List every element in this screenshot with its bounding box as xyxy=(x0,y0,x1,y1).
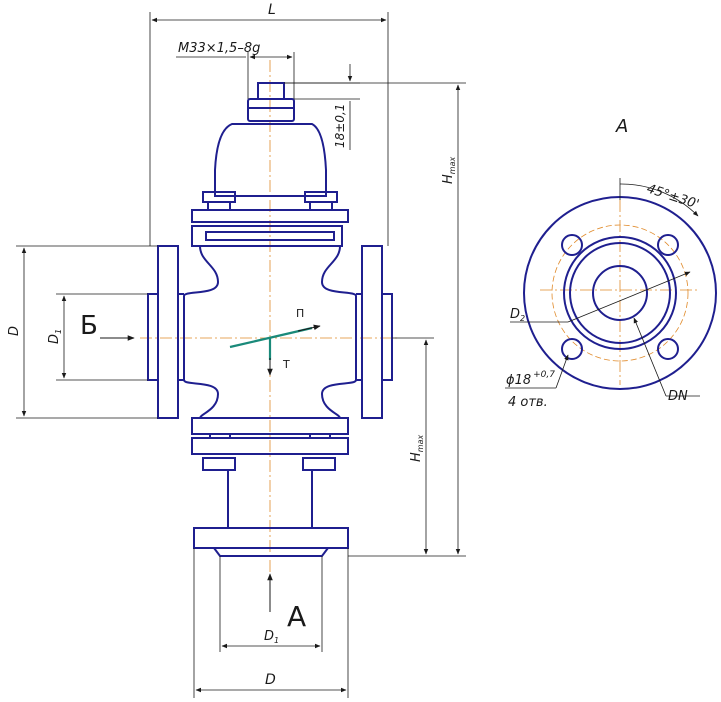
angle-arc xyxy=(619,183,699,217)
top-bolt-left-washer xyxy=(207,201,231,211)
label-h1: Hmax xyxy=(409,435,425,462)
flange-view-a xyxy=(523,196,717,390)
lower-flange-block xyxy=(191,437,349,455)
top-flange-slot xyxy=(205,231,335,241)
label-d1-left: D1 xyxy=(47,329,63,344)
label-flow-t: Т xyxy=(282,358,290,371)
valve-body xyxy=(147,82,393,557)
bolt-hole-bottom-right xyxy=(657,338,679,360)
flange-view-dims xyxy=(505,178,700,397)
label-angle: 45°±30' xyxy=(645,182,701,213)
dimensions xyxy=(16,12,466,698)
label-dn: DN xyxy=(668,389,688,404)
centerlines xyxy=(140,60,700,600)
stem-nut xyxy=(247,98,295,122)
lower-bolt-left xyxy=(202,457,236,471)
label-18: 18±0,1 xyxy=(333,104,347,148)
lower-spacer-left xyxy=(209,433,231,439)
top-flange-plate xyxy=(191,209,349,223)
label-hmax: Hmax xyxy=(441,157,457,184)
label-view-a: А xyxy=(615,116,628,137)
flange-raised-face xyxy=(563,236,677,350)
bottom-flange xyxy=(193,527,349,549)
flange-bore xyxy=(592,265,648,321)
label-port-a: А xyxy=(287,600,306,633)
flow-indicator xyxy=(229,326,313,360)
lower-bolt-right xyxy=(302,457,336,471)
bolt-circle xyxy=(551,224,689,362)
top-bolt-right-washer xyxy=(309,201,333,211)
lower-spacer-right xyxy=(309,433,331,439)
label-d2: D2 xyxy=(510,307,525,323)
label-hole-dia: ϕ18+0,7 xyxy=(506,370,555,388)
bolt-hole-top-left xyxy=(561,234,583,256)
label-d-left: D xyxy=(7,326,22,336)
hole-leader xyxy=(555,354,569,389)
flange-inner-face xyxy=(569,242,671,344)
d2-diameter-line xyxy=(567,271,691,323)
right-port-collar xyxy=(381,293,393,381)
lower-flange-plate xyxy=(191,417,349,435)
label-port-b: Б xyxy=(80,311,98,341)
stem-cap xyxy=(257,82,285,100)
label-l: L xyxy=(268,2,276,18)
label-d-bottom: D xyxy=(265,672,276,688)
label-d1-bottom: D1 xyxy=(264,629,279,645)
bonnet-dome xyxy=(214,123,327,197)
top-flange-block xyxy=(191,225,343,247)
bolt-hole-bottom-left xyxy=(561,338,583,360)
label-flow-p: П xyxy=(296,307,304,320)
dn-leader xyxy=(633,317,667,397)
bottom-flange-spigot xyxy=(213,547,329,557)
left-port-collar xyxy=(147,293,159,381)
label-thread: M33×1,5–8g xyxy=(178,41,260,56)
label-holes: 4 отв. xyxy=(508,395,548,410)
bolt-hole-top-right xyxy=(657,234,679,256)
left-flange xyxy=(157,245,179,419)
right-flange xyxy=(361,245,383,419)
flow-p-arrow xyxy=(297,324,321,332)
